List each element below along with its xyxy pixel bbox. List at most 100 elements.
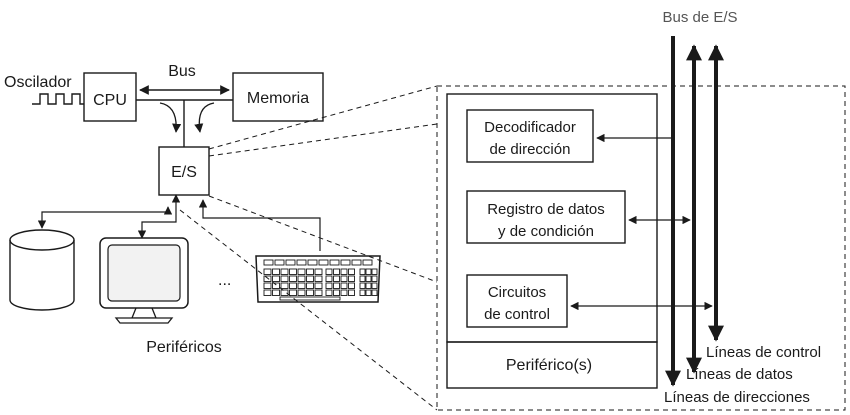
keyboard-key bbox=[280, 282, 289, 289]
keyboard-key bbox=[371, 282, 378, 289]
keyboard-key bbox=[280, 268, 289, 275]
bus-es-title: Bus de E/S bbox=[662, 9, 737, 26]
keyboard-key bbox=[263, 259, 274, 266]
monitor-icon bbox=[99, 237, 189, 324]
periferico-s-label: Periférico(s) bbox=[506, 357, 592, 374]
keyboard-key bbox=[348, 268, 355, 275]
keyboard-key bbox=[306, 275, 314, 282]
keyboard-key bbox=[263, 275, 272, 282]
lineas-direcciones-label: Líneas de direcciones bbox=[664, 389, 810, 406]
keyboard-key bbox=[297, 268, 306, 275]
es-to-keyboard bbox=[198, 199, 321, 251]
keyboard-key bbox=[314, 282, 323, 289]
keyboard-key bbox=[325, 289, 333, 296]
keyboard-key bbox=[306, 282, 314, 289]
keyboard-key bbox=[359, 289, 366, 296]
keyboard-key bbox=[274, 259, 285, 266]
keyboard-key bbox=[359, 282, 366, 289]
keyboard-key bbox=[340, 289, 348, 296]
keyboard-key bbox=[318, 259, 329, 266]
oscilador-label: Oscilador bbox=[4, 74, 72, 91]
keyboard-key bbox=[314, 268, 323, 275]
keyboard-key bbox=[306, 289, 314, 296]
keyboard-key bbox=[272, 268, 280, 275]
keyboard-key bbox=[263, 282, 272, 289]
keyboard-key bbox=[359, 268, 366, 275]
decodificador-line1: Decodificador bbox=[484, 119, 576, 136]
zoom-line-low bbox=[208, 195, 438, 283]
keyboard-key bbox=[340, 282, 348, 289]
cpu-label: CPU bbox=[93, 92, 127, 109]
zoom-line-bottom bbox=[179, 209, 438, 411]
keyboard-key bbox=[280, 289, 289, 296]
es-label: E/S bbox=[171, 164, 197, 181]
clock-wave bbox=[32, 93, 84, 105]
keyboard-key bbox=[289, 268, 297, 275]
keyboard-key bbox=[314, 275, 323, 282]
keyboard-key bbox=[348, 275, 355, 282]
lineas-control-label: Líneas de control bbox=[706, 344, 821, 361]
keyboard-key bbox=[351, 259, 362, 266]
es-to-disk bbox=[37, 206, 173, 229]
keyboard-key bbox=[307, 259, 318, 266]
keyboard-key bbox=[279, 296, 341, 301]
curve-arrow-left bbox=[159, 102, 182, 133]
keyboard-key bbox=[297, 275, 306, 282]
keyboard-key bbox=[333, 289, 340, 296]
circuitos-box bbox=[466, 274, 568, 328]
keyboard-key bbox=[340, 275, 348, 282]
registro-box bbox=[466, 190, 626, 244]
keyboard-key bbox=[340, 268, 348, 275]
es-box bbox=[158, 146, 210, 196]
keyboard-key bbox=[362, 259, 373, 266]
keyboard-key bbox=[306, 268, 314, 275]
lineas-datos-label: Líneas de datos bbox=[686, 366, 793, 383]
keyboard-key bbox=[325, 268, 333, 275]
zoom-line-mid bbox=[208, 123, 438, 157]
cpu-box bbox=[83, 72, 137, 122]
keyboard-key bbox=[333, 268, 340, 275]
perifericos-label: Periféricos bbox=[146, 339, 222, 356]
disk-icon bbox=[9, 229, 75, 311]
circuitos-line1: Circuitos bbox=[488, 284, 546, 301]
keyboard-key bbox=[371, 289, 378, 296]
detail-panel bbox=[436, 85, 846, 411]
keyboard-key bbox=[365, 275, 372, 282]
keyboard-key bbox=[325, 275, 333, 282]
keyboard-key bbox=[365, 268, 372, 275]
keyboard-key bbox=[365, 282, 372, 289]
registro-line1: Registro de datos bbox=[487, 201, 605, 218]
keyboard-key bbox=[263, 289, 272, 296]
keyboard-key bbox=[340, 259, 351, 266]
keyboard-key bbox=[297, 289, 306, 296]
keyboard-key bbox=[325, 282, 333, 289]
keyboard-key bbox=[359, 275, 366, 282]
decodificador-box bbox=[466, 109, 594, 163]
keyboard-key bbox=[329, 259, 340, 266]
memoria-label: Memoria bbox=[247, 90, 309, 107]
ellipsis-label: ... bbox=[218, 272, 231, 289]
bus-label: Bus bbox=[168, 63, 196, 80]
keyboard-key bbox=[348, 282, 355, 289]
keyboard-key bbox=[285, 259, 296, 266]
keyboard-key bbox=[272, 289, 280, 296]
registro-line2: y de condición bbox=[498, 223, 594, 240]
keyboard-key bbox=[272, 282, 280, 289]
zoom-line-top bbox=[208, 85, 438, 150]
keyboard-key bbox=[333, 275, 340, 282]
keyboard-key bbox=[280, 275, 289, 282]
keyboard-key bbox=[272, 275, 280, 282]
memoria-box bbox=[232, 72, 324, 122]
keyboard-key bbox=[365, 289, 372, 296]
circuitos-line2: de control bbox=[484, 306, 550, 323]
keyboard-key bbox=[263, 268, 272, 275]
keyboard-key bbox=[289, 282, 297, 289]
decodificador-line2: de dirección bbox=[490, 141, 571, 158]
es-to-monitor bbox=[137, 194, 181, 239]
keyboard-key bbox=[314, 289, 323, 296]
keyboard-icon bbox=[255, 255, 381, 303]
keyboard-key bbox=[289, 275, 297, 282]
keyboard-key bbox=[297, 282, 306, 289]
periferico-s-box bbox=[446, 341, 658, 389]
